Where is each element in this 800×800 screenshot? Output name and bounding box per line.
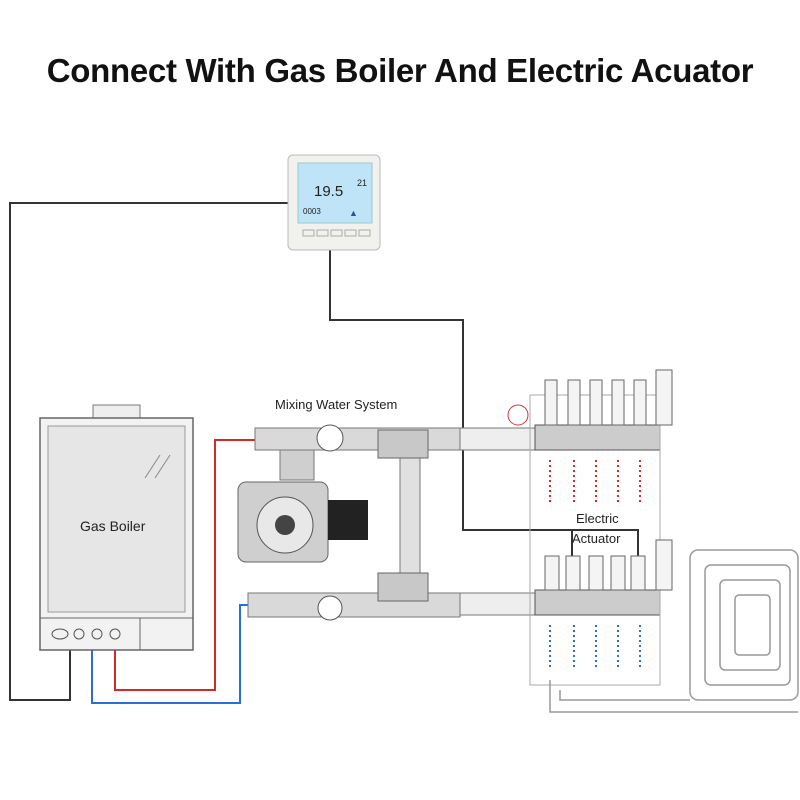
thermostat-set-temp: 21 xyxy=(357,178,367,188)
gauge-icon xyxy=(317,595,343,621)
thermostat-boiler-wire xyxy=(9,202,288,701)
underfloor-heating-loop xyxy=(549,549,799,713)
gas-boiler: Gas Boiler xyxy=(39,404,194,651)
pump-control-box xyxy=(328,500,368,540)
mixing-system-label: Mixing Water System xyxy=(275,397,397,412)
thermostat-buttons[interactable] xyxy=(302,229,371,237)
thermostat: 19.5 21 0003 ▲ xyxy=(287,154,381,251)
thermostat-temperature: 19.5 xyxy=(314,183,343,200)
boiler-label: Gas Boiler xyxy=(80,518,146,534)
thermostat-clock: 0003 xyxy=(303,207,321,216)
gauge-icon xyxy=(316,424,344,452)
manifold xyxy=(459,369,673,686)
page-title: Connect With Gas Boiler And Electric Acu… xyxy=(46,52,754,89)
actuator-label-line1: Electric xyxy=(576,511,619,526)
hot-pipe xyxy=(114,439,258,691)
thermostat-actuator-wire xyxy=(329,250,639,556)
cold-pipe xyxy=(91,604,255,704)
actuator-label-line2: Actuator xyxy=(572,531,621,546)
mixing-water-system xyxy=(237,424,461,621)
flame-icon: ▲ xyxy=(349,208,358,218)
